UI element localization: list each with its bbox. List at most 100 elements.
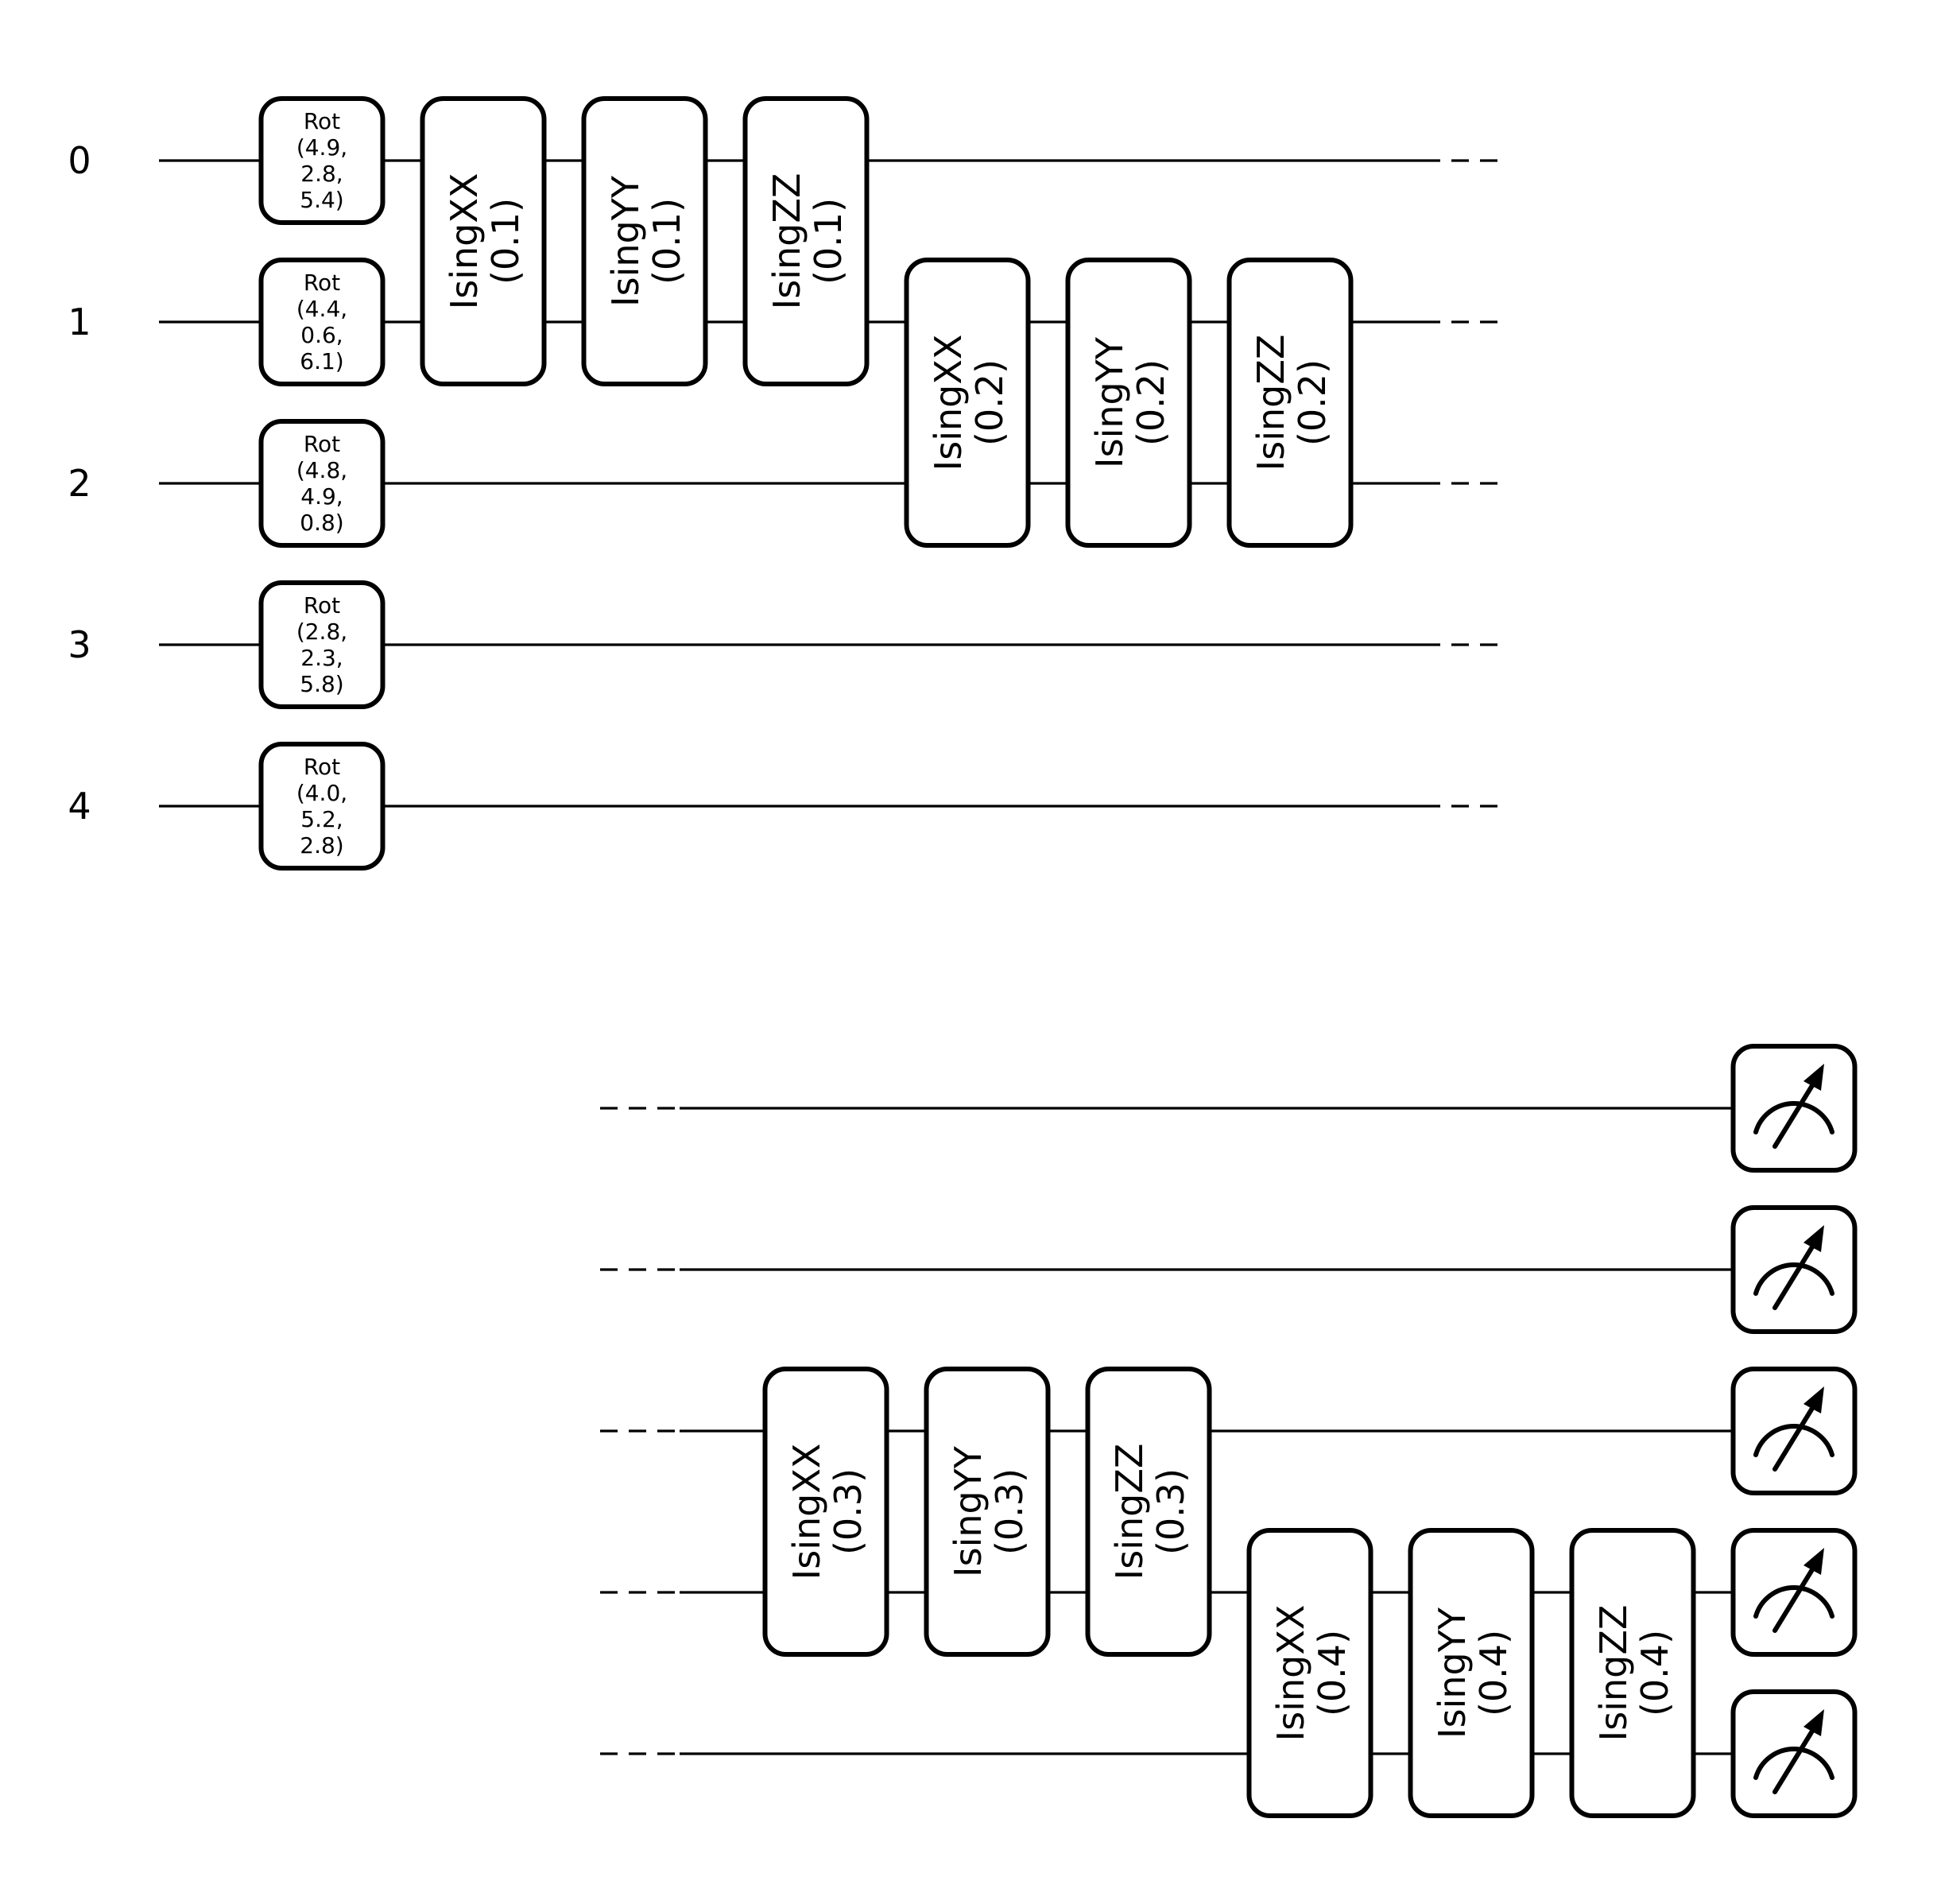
measurement-gate (1730, 1205, 1858, 1334)
gate-name: IsingZZ (1592, 1605, 1635, 1742)
gate-isingzz: IsingZZ(0.3) (1085, 1367, 1212, 1657)
wire-label: 3 (68, 623, 91, 666)
gate-param: 4.9, (300, 483, 343, 510)
gate-name: IsingYY (604, 175, 647, 307)
gate-box (420, 96, 547, 386)
gate-name: Rot (304, 270, 340, 296)
gate-label-group: IsingXX(0.4) (1269, 1605, 1354, 1742)
gate-label-group: IsingZZ(0.3) (1108, 1444, 1192, 1580)
gate-param: (0.1) (645, 198, 688, 285)
gate-name: Rot (304, 754, 340, 780)
gate-box (742, 96, 870, 386)
measurement-gate (1730, 1528, 1858, 1657)
gate-param: (0.4) (1311, 1630, 1354, 1716)
circuit-segment-0: 01234Rot(4.9,2.8,5.4)Rot(4.4,0.6,6.1)Rot… (68, 96, 1498, 871)
gate-param: (2.8, (296, 619, 347, 645)
gate-param: (4.4, (296, 296, 347, 322)
gate-param: 6.1) (300, 348, 343, 374)
gate-box (258, 580, 385, 709)
gate-box (1730, 1689, 1858, 1818)
gate-isingzz: IsingZZ(0.2) (1226, 258, 1354, 548)
gate-box (924, 1367, 1051, 1657)
circuit-segment-1: IsingXX(0.3)IsingYY(0.3)IsingZZ(0.3)Isin… (600, 1044, 1858, 1818)
meter-arrowhead-icon (1803, 1064, 1824, 1091)
gate-name: IsingYY (947, 1445, 990, 1577)
gate-box (1408, 1528, 1535, 1818)
gate-name: IsingXX (927, 335, 970, 471)
gate-box (1065, 258, 1192, 548)
wire-label: 2 (68, 462, 91, 505)
gate-param: (0.2) (1129, 359, 1172, 446)
gate-box (1730, 1205, 1858, 1334)
gate-param: 2.8) (300, 832, 343, 859)
gate-param: 5.2, (300, 806, 343, 832)
gate-param: (0.3) (827, 1468, 870, 1555)
gate-param: (0.1) (807, 198, 850, 285)
gate-name: IsingYY (1431, 1607, 1474, 1739)
gate-label-group: IsingYY(0.4) (1431, 1607, 1515, 1739)
gate-param: (0.4) (1633, 1630, 1676, 1716)
gate-label-group: IsingYY(0.1) (604, 175, 688, 307)
gate-param: (0.2) (1291, 359, 1334, 446)
gate-box (1569, 1528, 1696, 1818)
gate-box (258, 742, 385, 871)
gate-rot: Rot(4.4,0.6,6.1) (258, 258, 385, 386)
gate-name: IsingZZ (765, 173, 808, 310)
meter-arrowhead-icon (1803, 1709, 1824, 1736)
gate-name: IsingXX (443, 173, 486, 310)
gate-name: IsingZZ (1108, 1444, 1151, 1580)
gate-isingyy: IsingYY(0.3) (924, 1367, 1051, 1657)
gate-rot: Rot(4.0,5.2,2.8) (258, 742, 385, 871)
measurement-gate (1730, 1367, 1858, 1495)
gate-param: (4.0, (296, 780, 347, 806)
gate-box (1246, 1528, 1373, 1818)
gate-box (1226, 258, 1354, 548)
gate-isingzz: IsingZZ(0.4) (1569, 1528, 1696, 1818)
gate-param: 2.3, (300, 645, 343, 671)
gate-isingxx: IsingXX(0.4) (1246, 1528, 1373, 1818)
meter-needle-icon (1772, 1074, 1820, 1149)
gate-isingyy: IsingYY(0.1) (581, 96, 708, 386)
meter-arrowhead-icon (1803, 1386, 1824, 1413)
gate-param: (0.2) (968, 359, 1011, 446)
gate-param: 0.6, (300, 322, 343, 348)
meter-needle-icon (1772, 1558, 1820, 1633)
gate-box (258, 96, 385, 225)
gate-isingyy: IsingYY(0.4) (1408, 1528, 1535, 1818)
gate-name: Rot (304, 592, 340, 619)
meter-needle-icon (1772, 1235, 1820, 1310)
gate-isingxx: IsingXX(0.2) (904, 258, 1031, 548)
gate-param: 0.8) (300, 510, 343, 536)
gate-param: (0.3) (1149, 1468, 1192, 1555)
gate-label-group: IsingZZ(0.1) (765, 173, 850, 310)
gate-isingxx: IsingXX(0.1) (420, 96, 547, 386)
wire-label: 0 (68, 139, 91, 182)
gate-name: IsingXX (1269, 1605, 1312, 1742)
gate-name: Rot (304, 431, 340, 457)
gate-rot: Rot(2.8,2.3,5.8) (258, 580, 385, 709)
gate-box (258, 258, 385, 386)
gate-box (904, 258, 1031, 548)
gate-label-group: IsingXX(0.3) (785, 1444, 870, 1580)
gate-label-group: IsingYY(0.2) (1088, 336, 1172, 468)
wire-label: 4 (68, 785, 91, 828)
gate-label-group: IsingXX(0.1) (443, 173, 527, 310)
gate-label-group: IsingYY(0.3) (947, 1445, 1031, 1577)
gate-param: 5.4) (300, 187, 343, 213)
gate-rot: Rot(4.9,2.8,5.4) (258, 96, 385, 225)
gate-isingzz: IsingZZ(0.1) (742, 96, 870, 386)
gate-name: IsingXX (785, 1444, 828, 1580)
meter-arc-icon (1753, 1262, 1834, 1296)
gate-isingxx: IsingXX(0.3) (762, 1367, 889, 1657)
gate-param: (4.8, (296, 457, 347, 483)
gate-box (762, 1367, 889, 1657)
gate-name: IsingZZ (1249, 335, 1292, 471)
gate-param: (0.4) (1472, 1630, 1515, 1716)
gate-box (1085, 1367, 1212, 1657)
gate-name: Rot (304, 108, 340, 134)
gate-param: 5.8) (300, 671, 343, 697)
measurement-gate (1730, 1689, 1858, 1818)
meter-arc-icon (1753, 1585, 1834, 1619)
meter-needle-icon (1772, 1397, 1820, 1472)
